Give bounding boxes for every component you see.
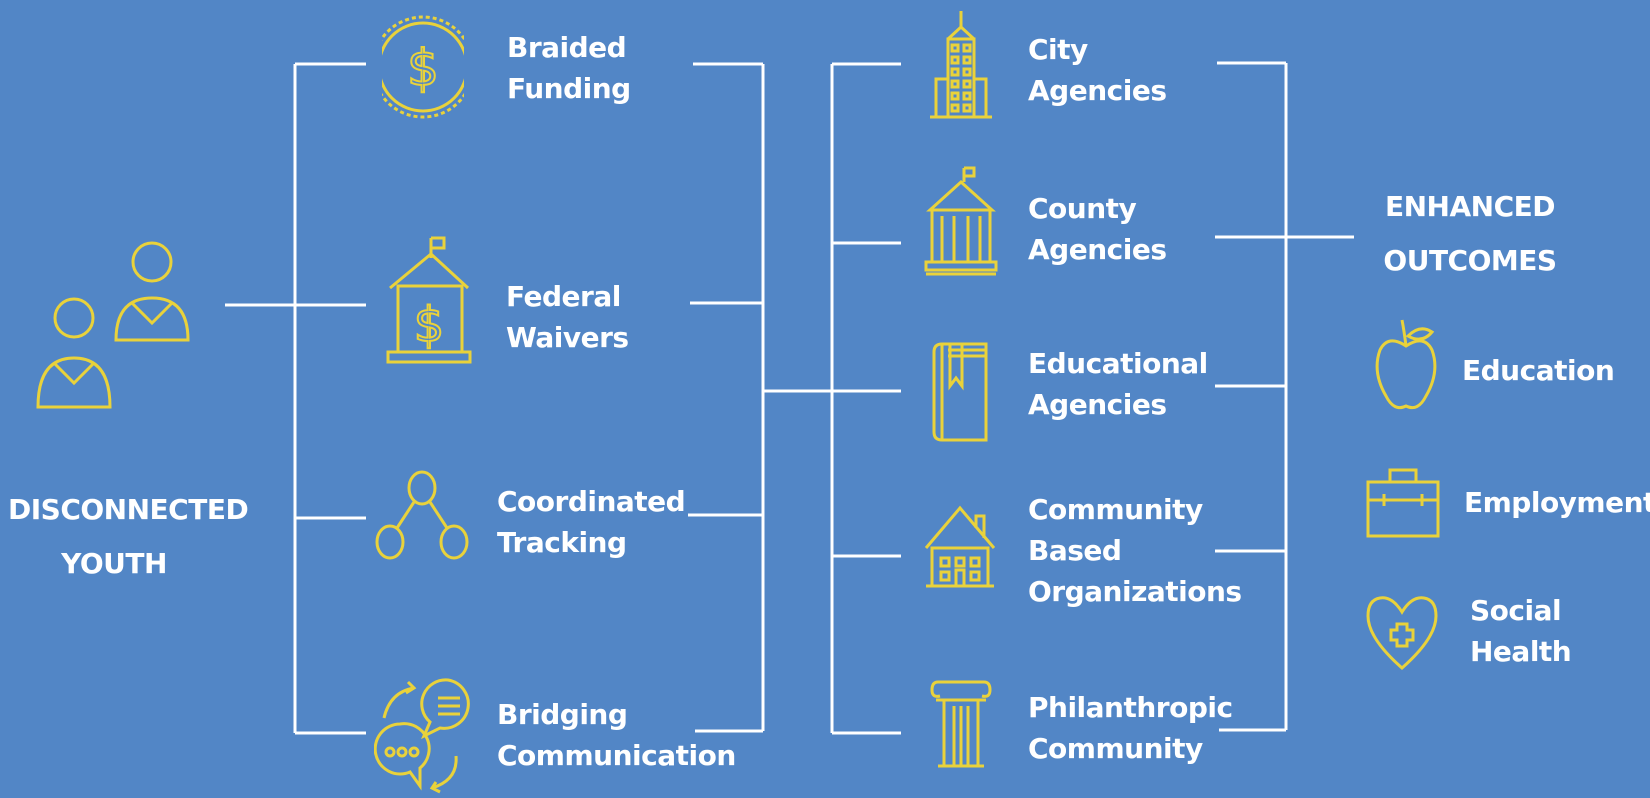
network-nodes-icon — [375, 470, 469, 560]
heart-health-icon — [1366, 596, 1438, 671]
dollar-coin-icon: $ — [382, 15, 464, 119]
outcome-social-health: Social Health — [1470, 594, 1572, 668]
agency-educational: Educational Agencies — [1028, 347, 1208, 421]
disconnected-youth-title: DISCONNECTED YOUTH — [8, 493, 249, 580]
strategy-bridging-communication: Bridging Communication — [497, 698, 736, 772]
apple-icon — [1375, 319, 1437, 410]
strategy-braided-funding: Braided Funding — [507, 31, 631, 105]
agency-community-based: Community Based Organizations — [1028, 493, 1242, 608]
svg-text:$: $ — [414, 297, 445, 353]
outcome-employment: Employment — [1464, 486, 1650, 519]
svg-text:$: $ — [407, 39, 439, 97]
chat-bubbles-icon — [374, 678, 470, 794]
house-icon — [924, 505, 996, 588]
skyscraper-icon — [930, 11, 992, 119]
column-icon — [930, 680, 992, 768]
courthouse-icon — [924, 166, 998, 276]
agency-county: County Agencies — [1028, 192, 1167, 266]
book-icon — [932, 342, 988, 442]
two-people-icon — [36, 241, 190, 409]
agency-philanthropic: Philanthropic Community — [1028, 691, 1233, 765]
agency-city: City Agencies — [1028, 33, 1167, 107]
strategy-federal-waivers: Federal Waivers — [506, 280, 629, 354]
strategy-coordinated-tracking: Coordinated Tracking — [497, 485, 686, 559]
government-dollar-icon: $ — [386, 236, 472, 364]
briefcase-icon — [1366, 468, 1440, 538]
enhanced-outcomes-title: ENHANCED OUTCOMES — [1383, 190, 1557, 277]
outcome-education: Education — [1462, 354, 1615, 387]
